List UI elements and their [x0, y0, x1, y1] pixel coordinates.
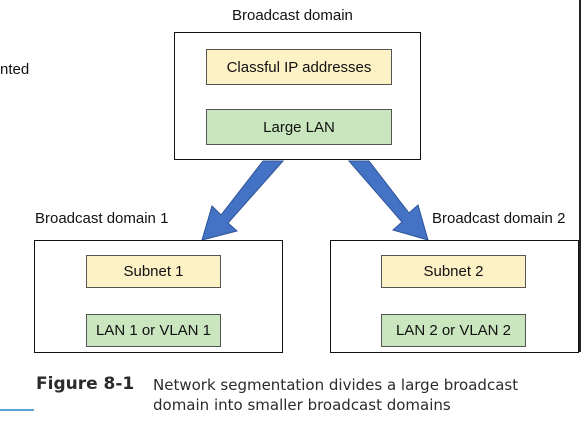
right-domain-label: Broadcast domain 2	[432, 210, 566, 227]
left-domain-box: Subnet 1 LAN 1 or VLAN 1	[34, 240, 283, 353]
lan-1-pill: LAN 1 or VLAN 1	[86, 314, 221, 347]
cropped-text-fragment: nted	[0, 61, 30, 78]
large-lan-pill: Large LAN	[206, 109, 392, 145]
right-domain-box: Subnet 2 LAN 2 or VLAN 2	[330, 240, 579, 353]
left-domain-label: Broadcast domain 1	[35, 210, 169, 227]
figure-caption: Network segmentation divides a large bro…	[153, 376, 519, 414]
classful-ip-pill: Classful IP addresses	[206, 49, 392, 85]
caption-rule	[0, 409, 34, 411]
left-arrow	[201, 160, 285, 241]
subnet-1-pill: Subnet 1	[86, 255, 221, 288]
page-edge-line	[579, 0, 581, 352]
subnet-2-pill: Subnet 2	[381, 255, 526, 288]
top-domain-box: Classful IP addresses Large LAN	[174, 32, 421, 160]
lan-2-pill: LAN 2 or VLAN 2	[381, 314, 526, 347]
top-domain-label: Broadcast domain	[232, 7, 353, 24]
figure-number: Figure 8-1	[36, 374, 135, 394]
right-arrow	[347, 160, 429, 241]
